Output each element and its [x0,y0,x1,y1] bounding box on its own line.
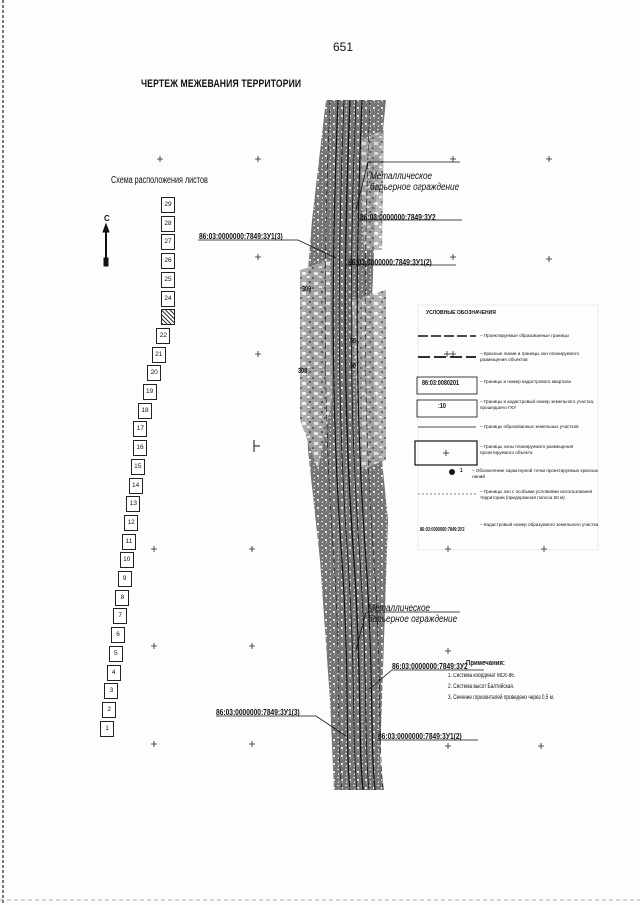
fence-label-top: Металлическое барьерное ограждение [370,171,459,193]
point-label: 309 [302,286,312,293]
sheet-box-27: 27 [161,234,175,251]
fence-label-top-line2: барьерное ограждение [370,182,460,193]
legend-item: – Кадастровый номер образуемого земельно… [480,522,599,527]
fence-label-bottom-line1: Металлическое [368,603,431,614]
sheet-box-13: 13 [126,496,141,513]
cadastral-label: 86:03:0000000:7849:3У2 [360,212,436,222]
sheet-box-6: 6 [111,627,125,644]
sheet-box-23 [161,309,175,326]
legend-item: – Границы образованных земельных участко… [480,424,579,429]
road-lines [324,99,384,791]
fence-label-bottom-line2: барьерное ограждение [368,614,458,625]
sheet-box-20: 20 [147,365,162,382]
notes-title: Примечания: [466,658,505,667]
cadastral-label: 86:03:0000000:7849:3У1(3) [216,707,300,717]
benchmark-symbol [253,440,260,452]
grid-crosses [151,156,552,749]
sheet-box-18: 18 [138,402,152,419]
sheet-box-4: 4 [106,664,121,681]
sheet-box-22: 22 [156,327,171,344]
legend-symbols [414,335,478,495]
legend-item: – Проектируемые образованные границы [480,333,569,338]
legend-item: – Границы зоны планируемого размещения п… [480,444,574,455]
leader-lines [198,161,484,741]
terrain-patch-left [300,260,332,470]
page-number: 651 [333,40,354,54]
legend-item: – Обозначение характерной точки проектир… [472,468,599,479]
cadastral-label: 86:03:0000000:7849:3У1(3) [199,231,283,241]
sheet-box-3: 3 [104,683,119,700]
point-label: 55 [350,338,357,345]
cadastral-label: 86:03:0000000:7849:3У1(2) [348,257,432,267]
cadastral-label: 86:03:0000000:7849:3У1(2) [378,731,462,741]
north-arrow-icon [102,222,110,267]
sheet-box-15: 15 [130,458,145,475]
sheet-box-9: 9 [117,571,132,587]
sheet-box-19: 19 [142,384,157,400]
cadastral-label: 86:03:0000000:7849:3У2 [392,661,468,671]
point-label: 56 [350,363,357,370]
legend-item: – Границы зон с особыми условиями исполь… [480,489,593,500]
terrain-patch-right [352,290,386,470]
sheet-box-25: 25 [161,271,175,288]
sheet-box-17: 17 [133,421,148,438]
sheet-box-2: 2 [102,701,117,718]
note-line: 3. Сечение горизонталей проведено через … [448,695,555,701]
legend-item: – Границы и кадастровый номер земельного… [480,399,595,410]
legend-item: – Красные линии и границы зон планируемо… [480,351,580,362]
sheet-box-10: 10 [119,552,134,569]
legend-box [417,304,599,551]
sheet-box-21: 21 [151,346,166,363]
sheet-box-14: 14 [128,477,143,494]
sheet-box-24: 24 [161,290,175,307]
sheet-box-8: 8 [115,589,130,606]
legend-title: УСЛОВНЫЕ ОБОЗНАЧЕНИЯ [426,310,496,316]
note-line: 2. Система высот Балтийская. [448,684,515,690]
sheet-box-29: 29 [161,197,175,213]
sheet-box-12: 12 [124,514,139,531]
fence-label-bottom: Металлическое барьерное ограждение [368,603,457,625]
sheet-box-16: 16 [133,440,147,457]
legend-point-index: 1 [460,468,463,474]
sheet-box-5: 5 [108,645,123,662]
sheet-box-26: 26 [161,253,175,270]
fence-label-top-line1: Металлическое [370,171,433,182]
sheet-box-28: 28 [161,215,175,232]
legend-parcel-code: :10 [438,403,446,410]
north-label: С [104,214,110,223]
legend-cadastre-example: 86:03:0000000:7849:3У2 [420,527,465,533]
point-label: 308 [298,368,308,375]
note-line: 1. Система координат МСК-86. [448,673,516,679]
sheet-box-1: 1 [100,720,114,737]
drawing-title: ЧЕРТЕЖ МЕЖЕВАНИЯ ТЕРРИТОРИИ [141,78,302,90]
sheet-box-7: 7 [113,608,128,625]
legend-item: – Границы и номер кадастрового квартала [480,379,571,384]
sheet-box-11: 11 [122,533,136,550]
legend-quarter-code: 86:03:0080201 [422,380,460,387]
scheme-title: Схема расположения листов [111,175,208,186]
